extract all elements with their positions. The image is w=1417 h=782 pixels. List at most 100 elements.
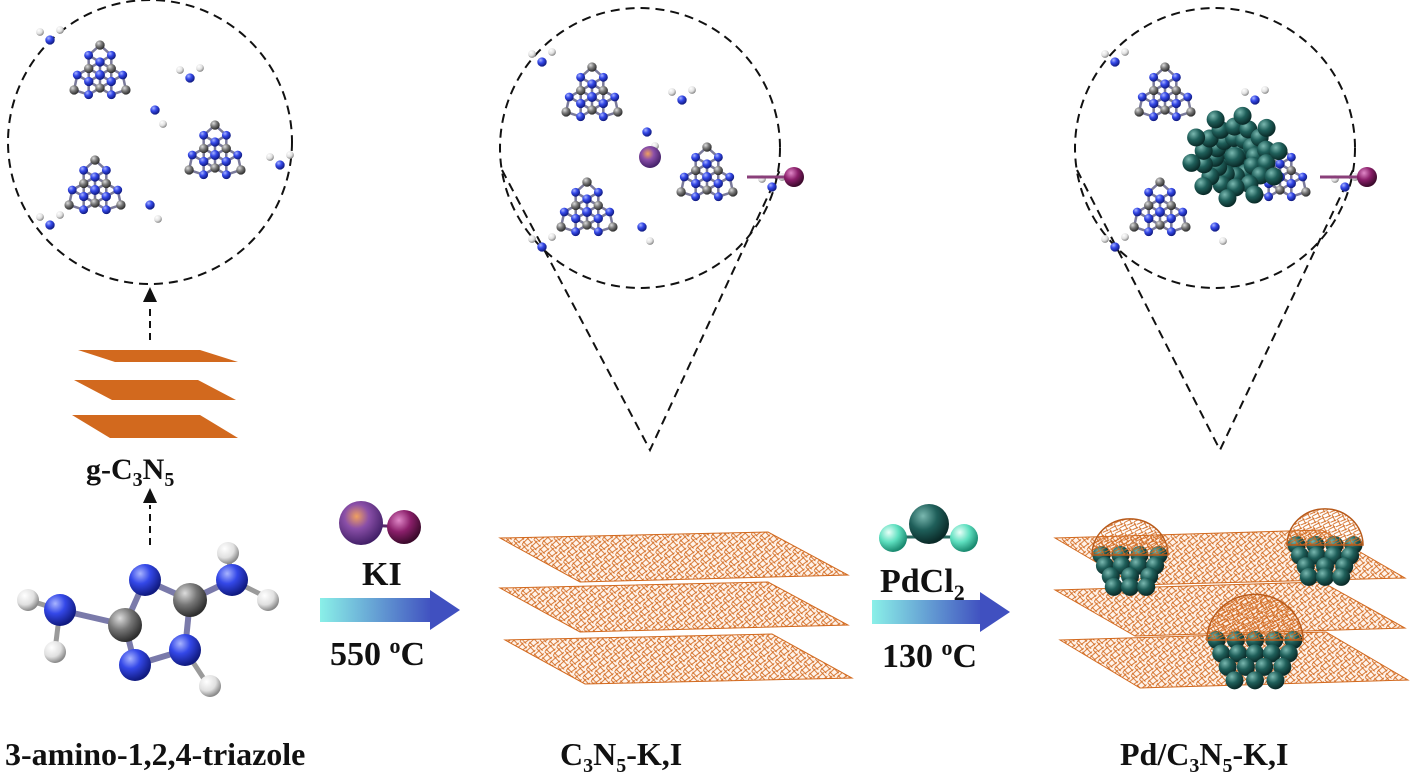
hydrogen-atom [1101,235,1109,243]
nitrogen-atom [199,156,209,167]
nitrogen-atom [713,178,723,189]
zoom-circle-c3n5-ki [499,7,804,453]
nitrogen-atom [44,594,76,626]
step2-arrow[interactable] [872,592,1010,632]
carbon-atom [576,85,586,96]
triazole-molecule [17,542,279,697]
nitrogen-atom [106,50,116,60]
palladium-atom [1212,644,1231,663]
carbon-atom [108,608,142,642]
palladium-atom [1182,153,1201,172]
amine-nitrogen-atom [1110,242,1120,252]
carbon-atom [84,63,94,74]
carbon-atom [106,63,116,74]
nitrogen-atom [593,187,603,197]
label-gc3n5: g-C3N5 [86,453,174,491]
carbon-atom [608,222,618,232]
bridge-nitrogen-atom [150,105,160,115]
upward-dashed-arrow-top [143,287,157,340]
step1-arrow[interactable] [320,590,460,630]
carbon-atom [1186,107,1196,117]
hydrogen-atom [257,589,279,611]
bridge-nitrogen-atom [637,222,647,232]
hydrogen-atom [668,88,676,96]
nitrogen-atom [233,150,243,160]
nitrogen-atom [571,213,581,224]
nitrogen-atom [72,70,82,80]
pd-nanoclusters [1091,508,1364,690]
nitrogen-atom [576,72,586,82]
palladium-atom [1218,189,1237,208]
carbon-atom [1155,177,1165,187]
hydrogen-atom [1219,237,1227,245]
nitrogen-atom [95,57,105,67]
palladium-atom [1266,671,1285,690]
carbon-atom [1275,185,1285,195]
hydrogen-atom [56,26,64,34]
carbon-atom [691,165,701,176]
potassium-atom [639,146,661,168]
palladium-atom [1246,671,1264,690]
carbon-atom [221,143,231,154]
nitrogen-atom [221,170,231,180]
hydrogen-atom [1261,86,1269,94]
nitrogen-atom [1144,227,1154,237]
zoom-circle-pd-c3n5-ki [1074,7,1377,453]
palladium-atom [1273,657,1292,676]
carbon-atom [587,62,597,72]
nitrogen-atom [1149,72,1159,82]
heptazine-framework-1 [36,26,294,230]
label-precursor: 3-amino-1,2,4-triazole [5,736,305,772]
hydrogen-atom [199,675,221,697]
nitrogen-atom [1155,207,1165,217]
heptazine-framework-3 [1101,48,1377,252]
hydrogen-atom [159,120,167,128]
nitrogen-atom [713,192,723,202]
bridge-nitrogen-atom [642,127,652,137]
carbon-atom [713,165,723,176]
nitrogen-atom [84,90,94,100]
nitrogen-atom [1149,112,1159,122]
amine-nitrogen-atom [1250,95,1260,105]
palladium-atom [1229,644,1248,663]
bridge-nitrogen-atom [145,200,155,210]
nitrogen-atom [1155,194,1165,204]
amine-nitrogen-atom [185,73,195,83]
nitrogen-atom [702,159,712,169]
carbon-atom [1129,222,1139,232]
nitrogen-atom [1166,213,1176,224]
nitrogen-atom [216,564,248,596]
carbon-atom [79,178,89,189]
hydrogen-atom [688,86,696,94]
nitrogen-atom [1286,178,1296,189]
palladium-atom [1299,567,1318,586]
nitrogen-atom [119,649,151,681]
carbon-atom [69,85,79,95]
carbon-atom [210,120,220,130]
label-c3n5-ki: C3N5-K,I [560,736,682,777]
carbon-atom [702,142,712,152]
nitrogen-atom [691,178,701,189]
carbon-atom [702,185,712,195]
nitrogen-atom [106,90,116,100]
carbon-atom [1166,200,1176,211]
hydrogen-atom [286,151,294,159]
carbon-atom [95,40,105,50]
step2-temperature: 130 oC [882,635,977,675]
carbon-atom [676,187,686,197]
hydrogen-atom [528,50,536,58]
hydrogen-atom [36,28,44,36]
amine-nitrogen-atom [45,35,55,45]
carbon-atom [95,83,105,93]
carbon-atom [593,200,603,211]
nitrogen-atom [199,130,209,140]
carbon-atom [121,85,131,95]
bridge-nitrogen-atom [1210,222,1220,232]
carbon-atom [116,200,126,210]
nitrogen-atom [1286,192,1296,202]
nitrogen-atom [95,70,105,80]
nitrogen-atom [169,634,201,666]
nitrogen-atom [691,192,701,202]
carbon-atom [210,163,220,173]
